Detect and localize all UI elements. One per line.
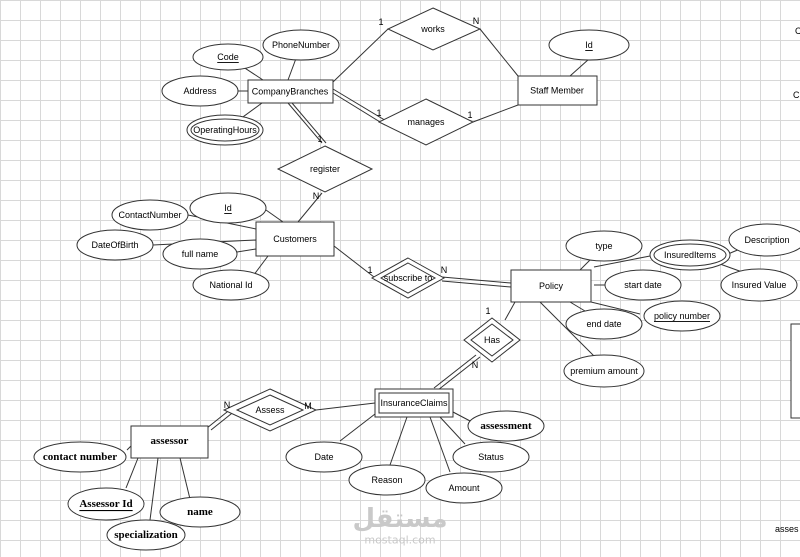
attribute-status: Status <box>452 441 530 473</box>
entity-customers[interactable]: Customers <box>255 221 335 257</box>
attribute-end-date: end date <box>565 308 643 340</box>
attribute-label: Address <box>183 86 217 96</box>
attribute-label: policy number <box>654 311 710 321</box>
attribute-specialization: specialization <box>106 519 186 551</box>
attribute-staff-id: Id <box>548 29 630 61</box>
cardinality-label: 1 <box>467 110 472 120</box>
relationship-label: subscribe to <box>384 273 433 283</box>
cardinality-label: N <box>313 191 320 201</box>
relationship-label: Has <box>484 335 501 345</box>
entity-label: Staff Member <box>530 86 584 96</box>
entity-label: InsuranceClaims <box>380 398 448 408</box>
attribute-insured-items: InsuredItems <box>649 239 731 271</box>
attribute-label: contact number <box>43 451 117 463</box>
attribute-name: name <box>159 496 241 528</box>
attribute-address: Address <box>161 75 239 107</box>
attribute-operating-hours: OperatingHours <box>186 114 264 146</box>
attribute-start-date: start date <box>604 269 682 301</box>
margin-text-top: C <box>795 26 800 36</box>
attribute-description: Description <box>728 223 800 257</box>
attribute-label: Date <box>314 452 333 462</box>
attribute-reason: Reason <box>348 464 426 496</box>
attribute-claim-date: Date <box>285 441 363 473</box>
margin-text-mid: C <box>793 90 800 100</box>
relationship-register[interactable]: register <box>276 145 374 193</box>
entity-label: Customers <box>273 234 317 244</box>
relationship-label: manages <box>407 117 445 127</box>
cardinality-label: N <box>441 265 448 275</box>
relationship-label: register <box>310 164 340 174</box>
attribute-label: premium amount <box>570 366 638 376</box>
margin-text-bottom: asses <box>775 524 799 534</box>
attribute-label: Status <box>478 452 504 462</box>
attribute-label: type <box>595 241 612 251</box>
entity-label: Policy <box>539 281 564 291</box>
relationship-label: works <box>420 24 445 34</box>
cardinality-label: M <box>304 401 312 411</box>
attribute-label: Code <box>217 52 239 62</box>
attribute-label: assessment <box>480 420 532 432</box>
relationship-label: Assess <box>255 405 285 415</box>
attribute-policy-number: policy number <box>643 300 721 332</box>
attribute-label: Assessor Id <box>79 498 132 510</box>
attribute-assessor-contact-number: contact number <box>33 441 127 473</box>
attribute-customer-id: Id <box>189 192 267 224</box>
relationship-manages[interactable]: manages <box>377 98 475 146</box>
cardinality-label: 1 <box>317 134 322 144</box>
attribute-label: Insured Value <box>732 280 787 290</box>
attribute-insured-value: Insured Value <box>720 268 798 302</box>
attribute-label: ContactNumber <box>118 210 181 220</box>
watermark-arabic: مستقل <box>352 504 447 534</box>
attribute-label: Description <box>744 235 789 245</box>
entity-label: assessor <box>151 435 189 447</box>
partial-right-rectangle <box>790 323 800 419</box>
cardinality-label: 1 <box>376 108 381 118</box>
entity-assessor[interactable]: assessor <box>130 425 209 459</box>
attribute-type: type <box>565 230 643 262</box>
entity-company-branches[interactable]: CompanyBranches <box>247 79 334 104</box>
relationship-has[interactable]: Has <box>463 317 521 363</box>
relationship-assess[interactable]: Assess <box>222 388 318 432</box>
attribute-label: Amount <box>448 483 480 493</box>
attribute-label: PhoneNumber <box>272 40 330 50</box>
relationship-subscribe-to[interactable]: subscribe to <box>370 257 446 299</box>
attribute-label: name <box>187 506 213 518</box>
attribute-date-of-birth: DateOfBirth <box>76 229 154 261</box>
attribute-label: full name <box>182 249 219 259</box>
attribute-label: specialization <box>114 529 178 541</box>
entity-insurance-claims[interactable]: InsuranceClaims <box>374 388 454 418</box>
relationship-works[interactable]: works <box>386 7 482 51</box>
attribute-national-id: National Id <box>192 269 270 301</box>
attribute-amount: Amount <box>425 472 503 504</box>
attribute-code: Code <box>192 43 264 71</box>
attribute-premium-amount: premium amount <box>563 354 645 388</box>
attribute-label: Reason <box>371 475 402 485</box>
attribute-full-name: full name <box>162 238 238 270</box>
attribute-label: start date <box>624 280 662 290</box>
attribute-contact-number: ContactNumber <box>111 199 189 231</box>
attribute-label: National Id <box>209 280 252 290</box>
watermark-logo: مستقل mostaql.com <box>352 504 447 547</box>
cardinality-label: 1 <box>485 306 490 316</box>
attribute-label: InsuredItems <box>664 250 717 260</box>
attribute-assessor-id: Assessor Id <box>67 487 145 521</box>
attribute-label: Id <box>585 40 593 50</box>
watermark-latin: mostaql.com <box>364 534 435 547</box>
cardinality-label: 1 <box>367 265 372 275</box>
attribute-phone-number: PhoneNumber <box>262 29 340 61</box>
cardinality-label: N <box>473 16 480 26</box>
attribute-label: OperatingHours <box>193 125 257 135</box>
attribute-label: end date <box>586 319 621 329</box>
attribute-label: Id <box>224 203 232 213</box>
cardinality-label: 1 <box>378 17 383 27</box>
cardinality-label: N <box>472 360 479 370</box>
cardinality-label: N <box>224 400 231 410</box>
entity-policy[interactable]: Policy <box>510 269 592 303</box>
entity-staff-member[interactable]: Staff Member <box>517 75 598 106</box>
entity-label: CompanyBranches <box>252 87 329 97</box>
attribute-label: DateOfBirth <box>91 240 138 250</box>
attribute-assessment: assessment <box>467 410 545 442</box>
